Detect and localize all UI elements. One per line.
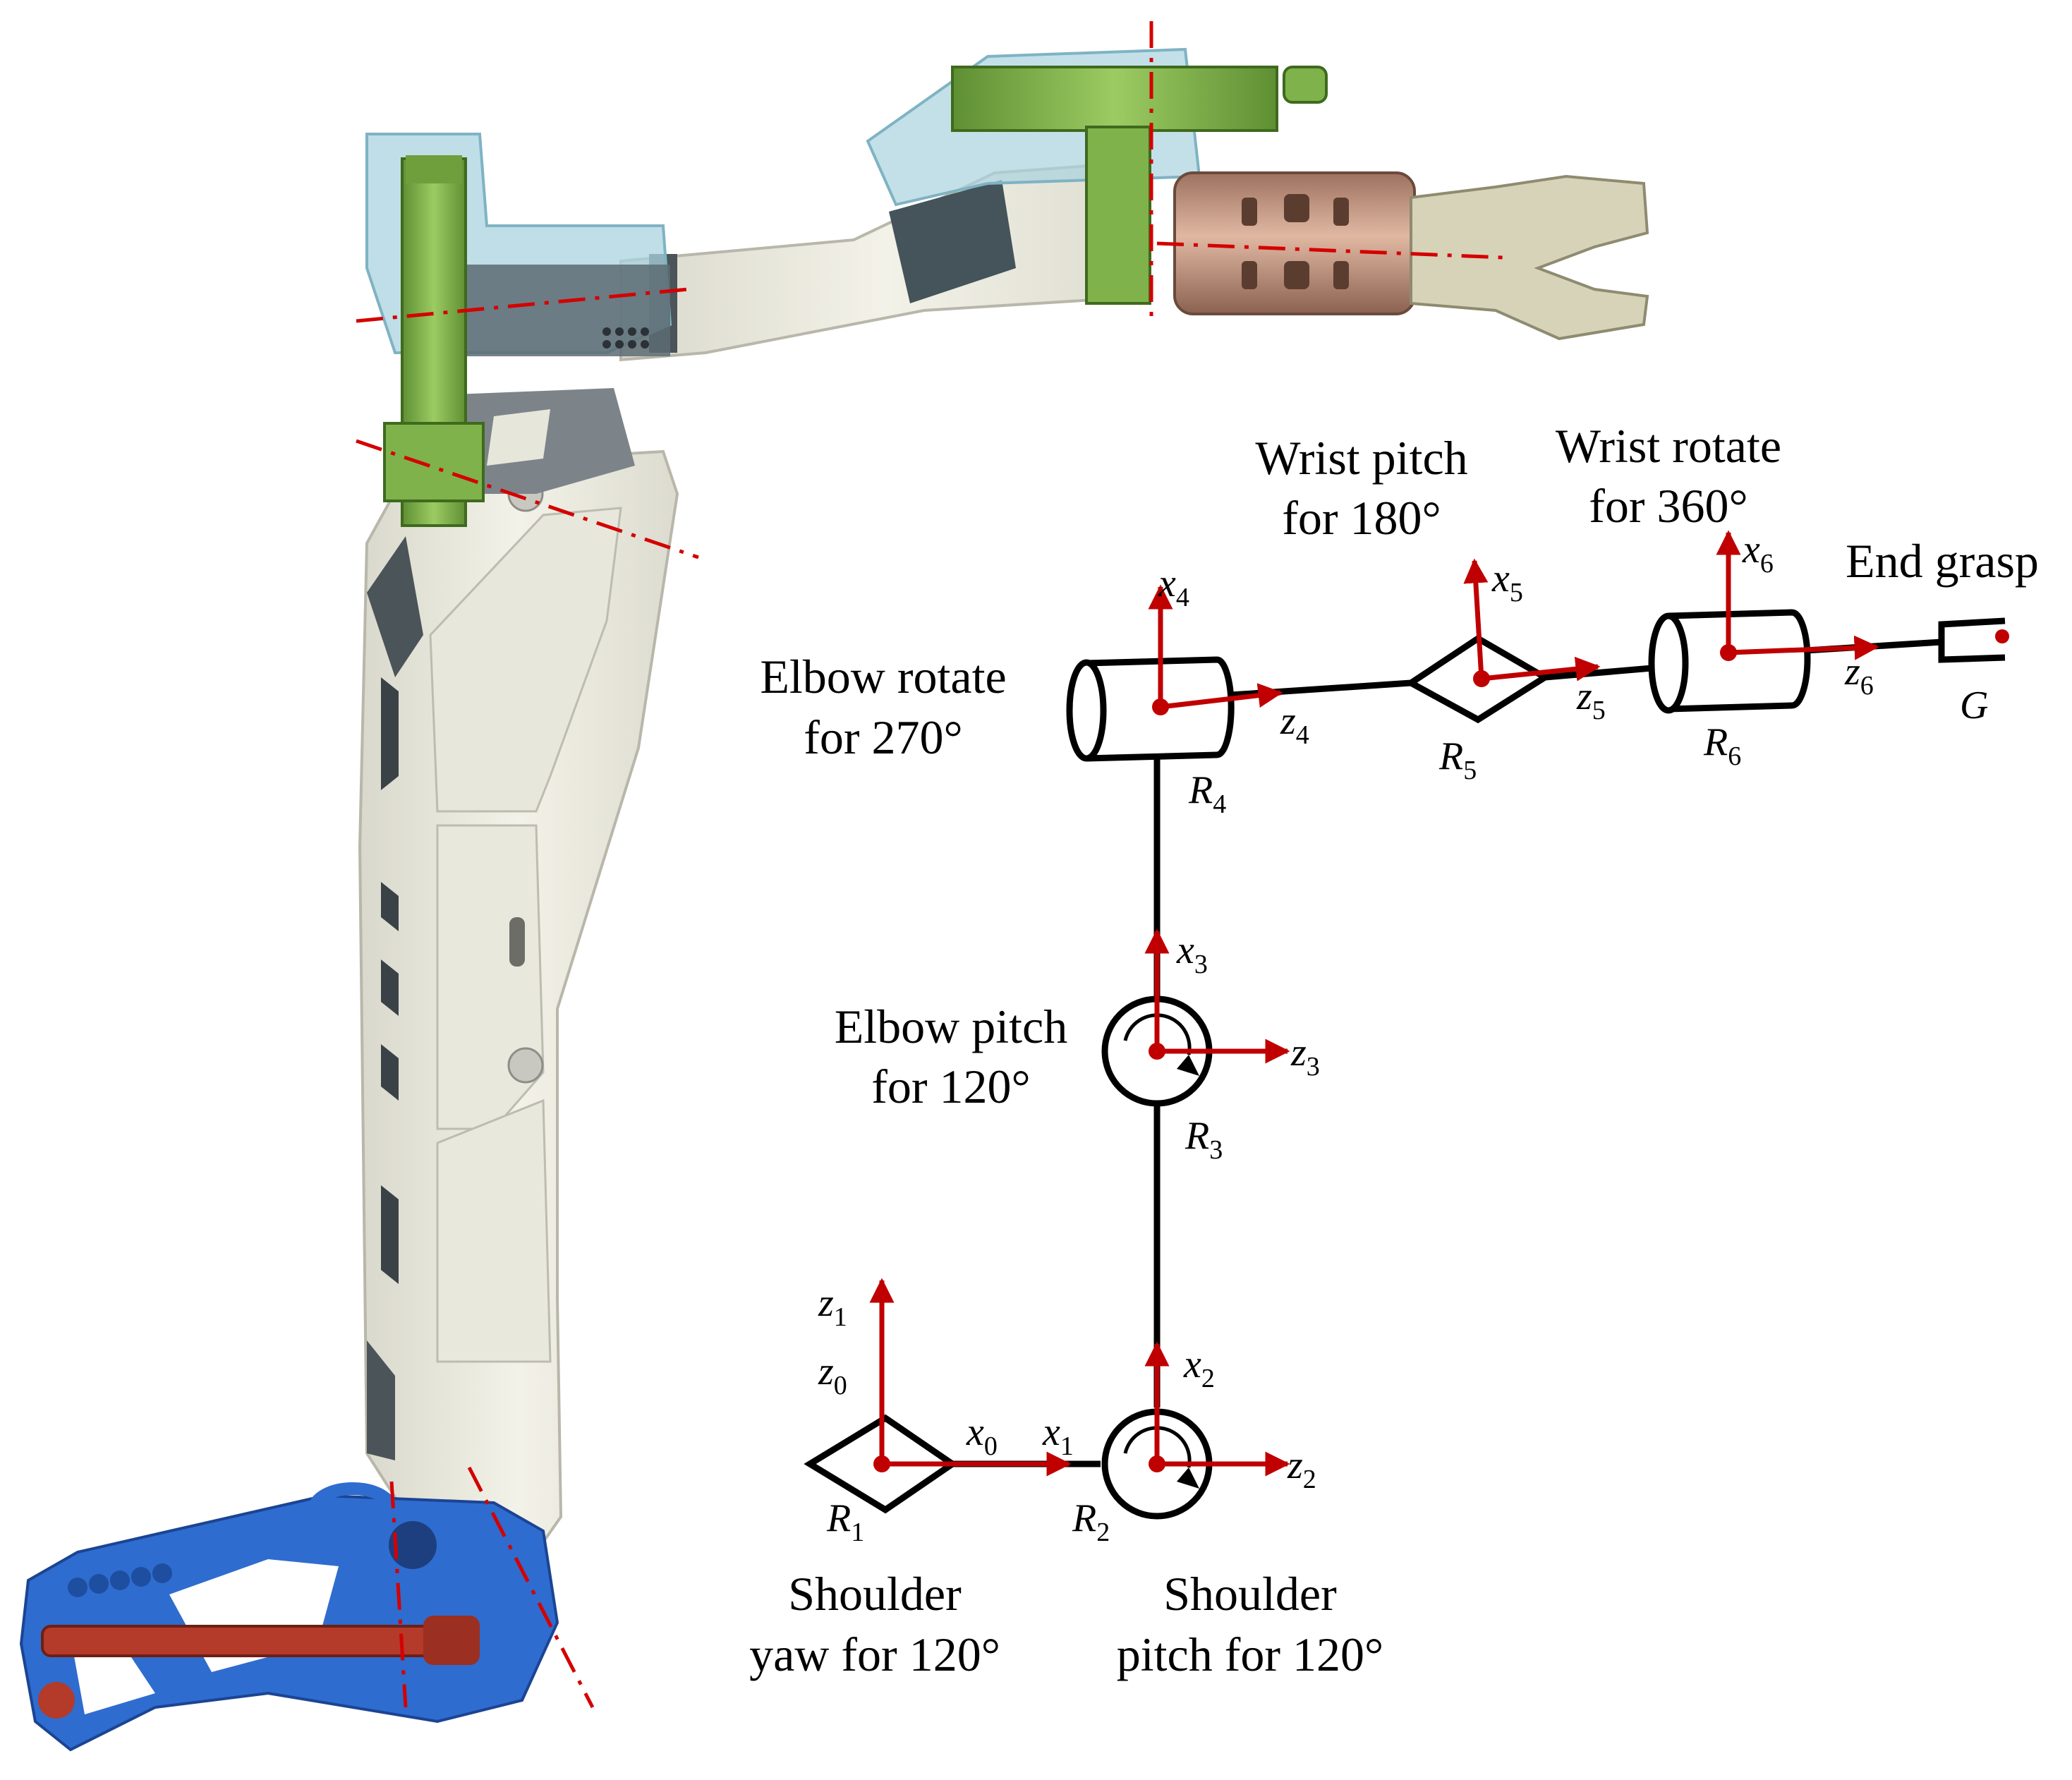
caption-r1-line2: yaw for 120° — [749, 1628, 1000, 1681]
svg-text:x3: x3 — [1176, 928, 1208, 979]
caption-r4-line2: for 270° — [804, 710, 962, 764]
caption-r3-line1: Elbow pitch — [835, 1000, 1068, 1053]
caption-r3-line2: for 120° — [871, 1060, 1030, 1113]
joint-label-r2: R2 — [1072, 1496, 1110, 1547]
forearm-link — [619, 160, 1152, 362]
axis-x5-arrow — [1463, 558, 1489, 679]
axis-labels: z1 z0 x0 x1 x2 z2 x3 z3 x4 z4 x5 z5 x6 z… — [818, 528, 1874, 1494]
end-grasp-label: G — [1960, 684, 1988, 727]
caption-end-grasp: End grasp — [1846, 534, 2039, 588]
caption-r5-line2: for 180° — [1282, 491, 1441, 545]
svg-text:x6: x6 — [1742, 528, 1774, 579]
axis-z4-arrow — [1160, 683, 1283, 710]
axis-z6-arrow — [1728, 635, 1879, 660]
caption-r6-line1: Wrist rotate — [1556, 419, 1781, 473]
svg-text:x2: x2 — [1183, 1343, 1215, 1393]
caption-r2-line2: pitch for 120° — [1117, 1628, 1383, 1681]
joint-label-r1: R1 — [826, 1496, 864, 1547]
joint-label-r6: R6 — [1703, 720, 1741, 771]
gripper — [1410, 174, 1649, 341]
svg-text:x4: x4 — [1158, 562, 1189, 612]
end-grasp-symbol — [1938, 617, 2006, 663]
caption-r5-line1: Wrist pitch — [1255, 431, 1467, 485]
caption-r6-line2: for 360° — [1589, 479, 1747, 533]
svg-text:x1: x1 — [1042, 1410, 1074, 1461]
svg-text:z1: z1 — [818, 1281, 847, 1332]
shoulder-piston — [41, 1625, 439, 1657]
robot-arm-render — [19, 47, 1649, 1752]
wrist-actuator — [951, 66, 1278, 132]
svg-text:z5: z5 — [1576, 674, 1606, 725]
svg-text:z2: z2 — [1287, 1443, 1316, 1494]
joint-r4-symbol — [1066, 656, 1235, 762]
joint-label-r4: R4 — [1188, 768, 1226, 819]
svg-text:z6: z6 — [1844, 650, 1874, 701]
joint-axis-centerlines — [356, 21, 1503, 1709]
caption-r2-line1: Shoulder — [1163, 1567, 1337, 1621]
joint-label-r3: R3 — [1185, 1114, 1223, 1165]
svg-text:x0: x0 — [966, 1410, 998, 1461]
joint-labels: R1 R2 R3 R4 R5 R6 G — [826, 684, 1988, 1547]
svg-text:z3: z3 — [1290, 1031, 1320, 1082]
axis-z5-arrow — [1481, 656, 1601, 682]
svg-text:z4: z4 — [1280, 699, 1309, 750]
kinematic-diagram: z1 z0 x0 x1 x2 z2 x3 z3 x4 z4 x5 z5 x6 z… — [749, 419, 2039, 1681]
joint-r6-symbol — [1648, 609, 1811, 714]
svg-text:z0: z0 — [818, 1350, 847, 1400]
caption-r1-line1: Shoulder — [788, 1567, 962, 1621]
joint-label-r5: R5 — [1438, 734, 1477, 785]
caption-r4-line1: Elbow rotate — [760, 650, 1006, 703]
svg-text:x5: x5 — [1491, 557, 1523, 607]
coordinate-arrows — [869, 530, 1879, 1477]
joint-captions: Shoulder yaw for 120° Shoulder pitch for… — [749, 419, 2039, 1681]
